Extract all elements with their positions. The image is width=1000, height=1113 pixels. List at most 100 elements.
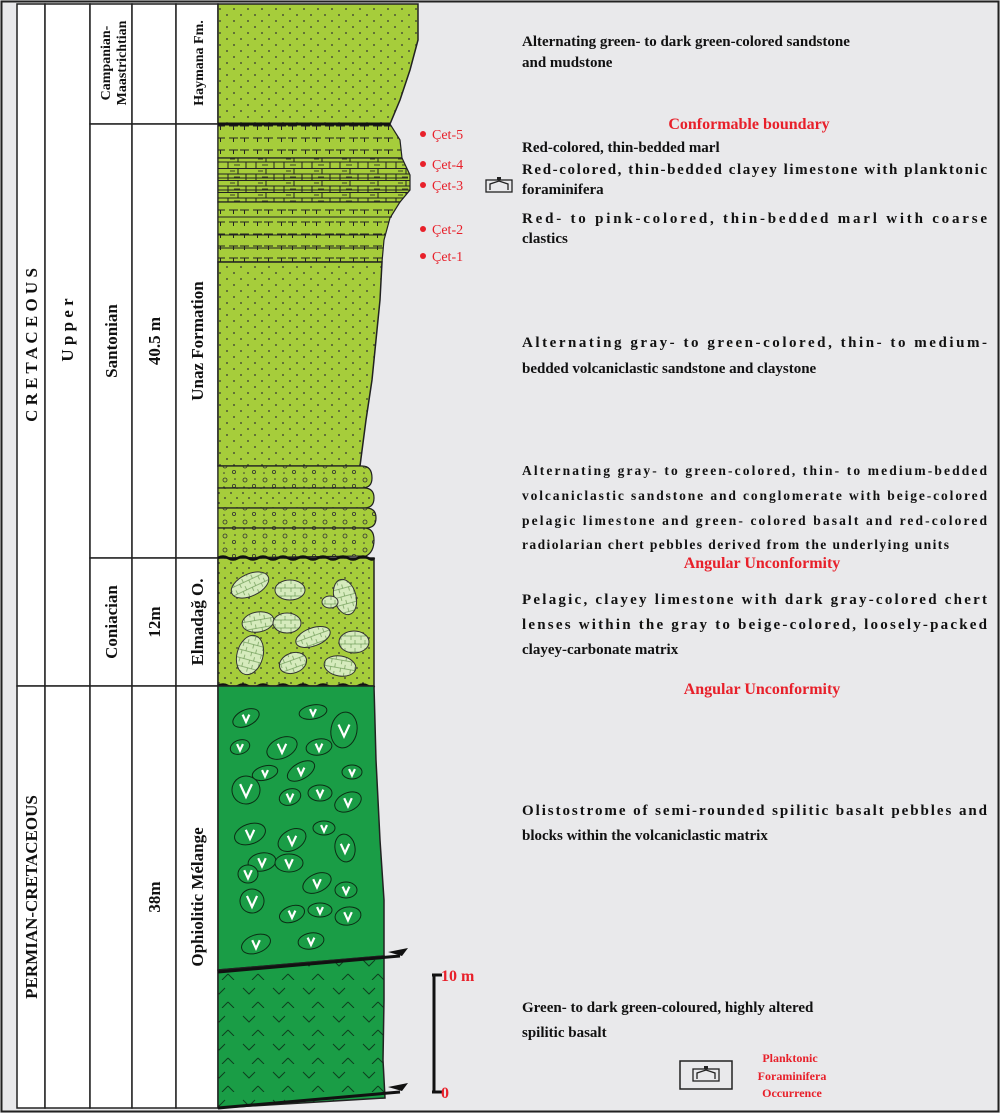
sample-label: Çet-4 [432, 158, 463, 173]
sample-label: Çet-2 [432, 223, 463, 238]
system-cretaceous-label: C R E T A C E O U S [22, 268, 41, 422]
basalt-block [302, 872, 332, 894]
formation-unaz-label: Unaz Formation [188, 281, 207, 401]
legend-label: Planktonic [762, 1051, 818, 1065]
angular-unconformity-label: Angular Unconformity [684, 681, 841, 698]
basalt-v-mark [316, 906, 324, 917]
thickness-elmadag-label: 12m [145, 606, 164, 637]
sample-dot-icon [420, 131, 426, 137]
basalt-block [334, 881, 358, 899]
layer-haymana-sandstone [217, 3, 419, 125]
basalt-block [229, 739, 251, 755]
angular-unconformity-label: Angular Unconformity [684, 555, 841, 572]
basalt-v-mark [284, 858, 294, 871]
basalt-v-mark [348, 768, 356, 779]
basalt-block [297, 932, 325, 950]
layer-marl-lower [217, 201, 402, 263]
layer-spilitic-basalt [217, 955, 386, 1109]
layer-marl-upper [217, 123, 403, 159]
basalt-v-mark [285, 793, 295, 804]
basalt-v-mark [239, 783, 253, 800]
basalt-block [237, 864, 259, 884]
fault-line-upper [217, 954, 401, 974]
layer-conglomerate-bed [217, 527, 375, 559]
basalt-v-mark [314, 743, 324, 754]
basalt-block [334, 833, 356, 863]
formation-elmadag-label: Elmadağ O. [188, 579, 207, 666]
description-line: Green- to dark green-coloured, highly al… [522, 1000, 814, 1016]
description-line: bedded volcaniclastic sandstone and clay… [522, 361, 817, 377]
description-line: Red-colored, thin-bedded clayey limeston… [522, 162, 987, 178]
basalt-v-mark [244, 829, 256, 842]
basalt-v-mark [343, 911, 353, 924]
description-line: Red-colored, thin-bedded marl [522, 140, 720, 156]
description-line: clayey-carbonate matrix [522, 642, 679, 658]
basalt-block [251, 764, 279, 782]
sample-label: Çet-3 [432, 179, 463, 194]
layer-conglomerate-bed [217, 507, 377, 529]
sample-dot-icon [420, 253, 426, 259]
foraminifera-icon [485, 177, 513, 193]
stage-santonian-label: Santonian [102, 304, 121, 378]
description-line: radiolarian chert pebbles derived from t… [522, 537, 949, 552]
basalt-block [334, 791, 362, 813]
basalt-block [277, 828, 307, 852]
series-upper-label: U p p e r [58, 298, 77, 362]
formation-haymana-label: Haymana Fm. [192, 20, 207, 106]
basalt-block [307, 784, 333, 802]
description-line: clastics [522, 231, 568, 247]
basalt-block [334, 906, 362, 926]
description-marl-upper: Red-colored, thin-bedded marl [522, 140, 720, 156]
scale-bar: 10 m 0 [432, 968, 475, 1102]
basalt-block [286, 760, 316, 782]
description-limestone: Red-colored, thin-bedded clayey limeston… [522, 162, 987, 198]
conformable-boundary-label: Conformable boundary [668, 116, 829, 133]
description-line: spilitic basalt [522, 1025, 607, 1041]
basalt-block [341, 764, 363, 780]
description-haymana: Alternating green- to dark green-colored… [522, 34, 850, 71]
basalt-block [278, 788, 302, 806]
legend-label: Foraminifera [758, 1069, 827, 1083]
thickness-unaz-label: 40.5 m [145, 317, 164, 365]
basalt-blocks [229, 704, 363, 955]
fault-line-lower [217, 1090, 401, 1110]
basalt-block [278, 904, 306, 924]
basalt-v-mark [241, 714, 251, 725]
basalt-v-mark [339, 843, 351, 856]
column-grid [16, 3, 219, 1109]
system-permian-label: PERMIAN-CRETACEOUS [22, 795, 41, 999]
layer-clayey-limestone [217, 157, 411, 203]
sample-markers: Çet-5 Çet-4 Çet-3 Çet-2 Çet-1 [420, 128, 463, 265]
description-line: Red- to pink-colored, thin-bedded marl w… [522, 211, 987, 227]
basalt-block [305, 738, 333, 756]
basalt-v-mark [315, 789, 325, 800]
scale-top-label: 10 m [441, 968, 475, 985]
legend-label: Occurrence [762, 1086, 822, 1100]
stage-maastrichtian-label: Maastrichtian [115, 20, 130, 105]
sample-dot-icon [420, 226, 426, 232]
scale-bottom-label: 0 [441, 1085, 449, 1102]
basalt-v-mark [296, 767, 306, 778]
stage-coniacian-label: Coniacian [102, 585, 121, 659]
basalt-v-mark [245, 895, 259, 910]
legend-box [679, 1060, 733, 1090]
description-basalt: Green- to dark green-coloured, highly al… [522, 1000, 814, 1041]
layer-conglomerate-bed [217, 465, 373, 489]
fault-arrow-icon [388, 948, 408, 956]
basalt-block [298, 704, 328, 720]
basalt-v-mark [320, 824, 328, 835]
basalt-block [312, 820, 336, 836]
basalt-v-mark [261, 769, 269, 780]
description-line: blocks within the volcaniclastic matrix [522, 828, 768, 844]
description-line: pelagic limestone and green- colored bas… [522, 513, 987, 528]
sample-label: Çet-5 [432, 128, 463, 143]
basalt-v-mark [309, 708, 317, 719]
basalt-v-mark [341, 886, 351, 897]
basalt-v-mark [236, 743, 244, 754]
basalt-block [241, 933, 271, 955]
chert-lenses [230, 571, 370, 677]
basalt-v-mark [286, 835, 298, 848]
basalt-v-mark [312, 878, 322, 891]
